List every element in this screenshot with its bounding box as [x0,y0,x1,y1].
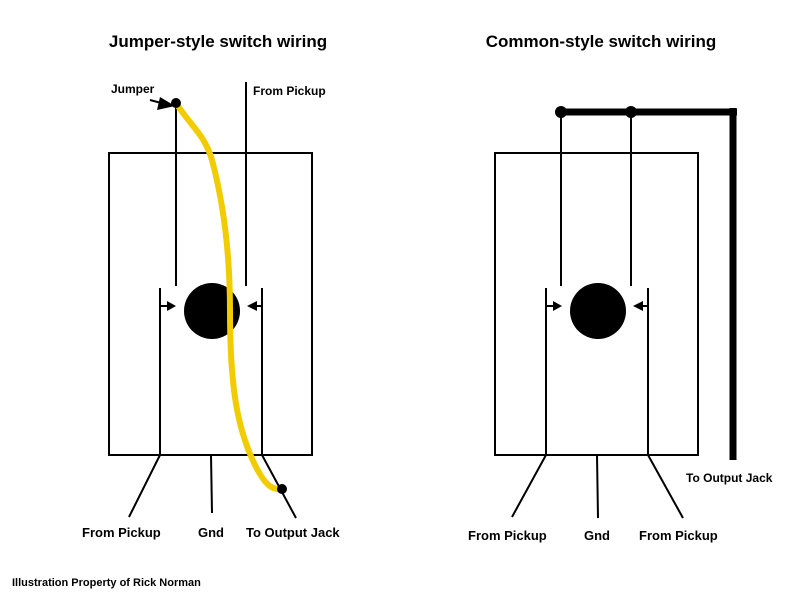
jumper-style-diagram: Jumper-style switch wiring Jumper From P… [82,32,340,540]
common-style-diagram: Common-style switch wiring To Output Jac… [468,32,773,543]
right-switch-body [494,152,699,456]
right-switch-contact [570,283,626,339]
right-gnd-lead [596,454,599,519]
left-bottom-junction-dot [277,484,287,494]
left-to-output-label: To Output Jack [246,525,340,540]
left-pickup-lead [128,454,161,518]
right-junction-dot-left [555,106,567,118]
left-from-pickup-top-label: From Pickup [253,84,326,98]
right-pickup-lead-right [647,454,684,519]
jumper-pointer-arrow [157,97,175,110]
right-from-pickup-right-label: From Pickup [639,528,718,543]
illustration-credit: Illustration Property of Rick Norman [12,577,201,589]
right-to-output-label: To Output Jack [686,471,773,485]
right-gnd-label: Gnd [584,528,610,543]
left-from-pickup-bottom-label: From Pickup [82,525,161,540]
right-arrow-left [553,301,562,311]
jumper-label: Jumper [111,82,155,96]
right-arrow-right [633,301,643,311]
right-from-pickup-left-label: From Pickup [468,528,547,543]
left-arrow-right [247,301,257,311]
left-arrow-left [167,301,176,311]
right-junction-dot-right [625,106,637,118]
common-style-title: Common-style switch wiring [486,32,716,51]
right-pickup-lead-left [511,454,547,518]
jumper-wire [173,100,284,493]
left-gnd-label: Gnd [198,525,224,540]
jumper-style-title: Jumper-style switch wiring [109,32,327,51]
left-gnd-lead [210,454,213,514]
left-switch-contact [184,283,240,339]
